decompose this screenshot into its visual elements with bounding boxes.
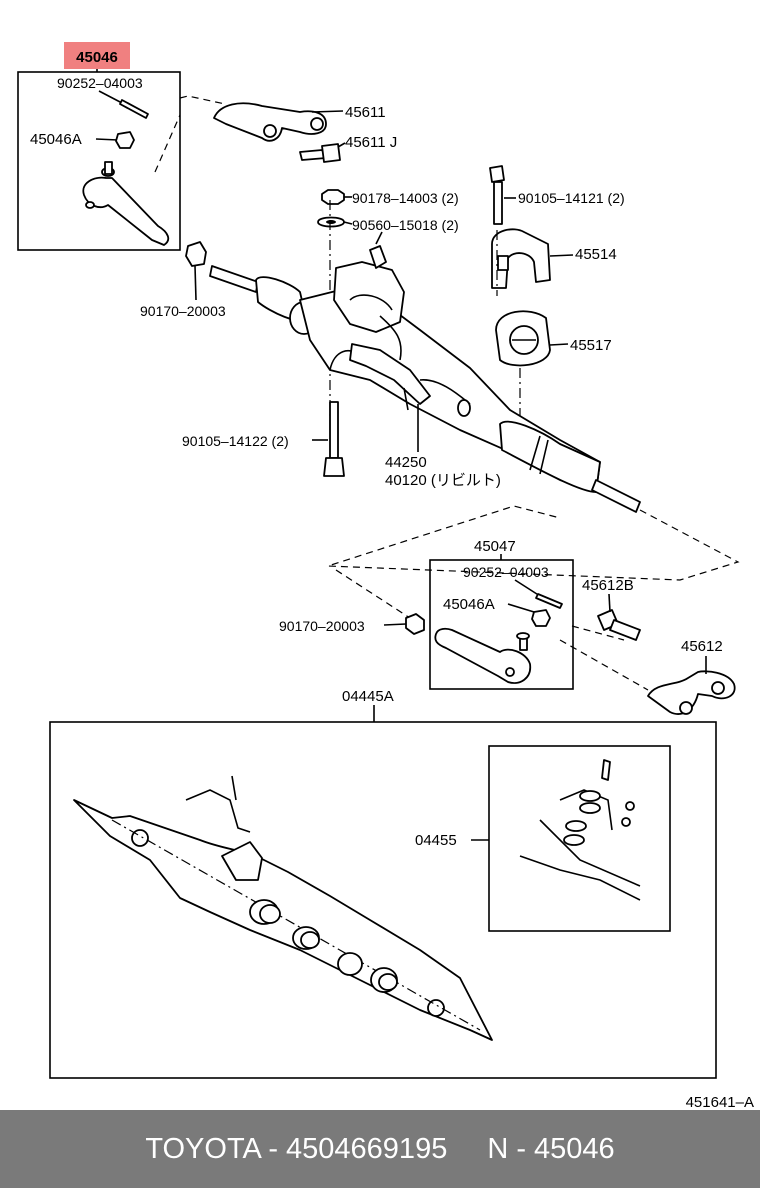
footer-bar: TOYOTA - 4504669195 N - 45046 — [0, 1110, 760, 1188]
bolt-90105-bottom — [329, 401, 339, 459]
castle-nut-top — [115, 131, 135, 149]
part-45047-label[interactable]: 45047 — [474, 538, 516, 555]
o-ring-4 — [563, 834, 585, 846]
bracket-45514 — [491, 228, 551, 289]
part-45612-label[interactable]: 45612 — [681, 638, 723, 655]
part-45612B-label[interactable]: 45612B — [582, 577, 634, 594]
part-90560-label[interactable]: 90560–15018 (2) — [352, 217, 459, 233]
rack-boot-right — [499, 420, 601, 493]
cotter-pin-bottom — [535, 593, 563, 609]
seal-ring-3 — [337, 952, 363, 976]
seal-kit-inset-box — [488, 745, 671, 932]
highlight-badge — [64, 42, 130, 69]
tie-rod-end-box-top — [17, 71, 181, 251]
o-ring-1 — [579, 790, 601, 802]
part-90252-label-bottom[interactable]: 90252–04003 — [463, 564, 549, 580]
cotter-pin-top — [119, 99, 149, 119]
reference-number: 451641–A — [686, 1094, 754, 1110]
rack-rod-right — [591, 479, 641, 513]
part-90178-label[interactable]: 90178–14003 (2) — [352, 190, 459, 206]
part-90105a-label[interactable]: 90105–14121 (2) — [518, 190, 625, 206]
part-45611-label[interactable]: 45611 — [345, 104, 386, 121]
part-40120-label[interactable]: 40120 (リビルト) — [385, 472, 501, 489]
footer-code: N - 45046 — [487, 1132, 615, 1165]
gasket-kit-box — [49, 721, 717, 1079]
tie-rod-end-box-bottom — [429, 559, 574, 690]
castle-nut-bottom — [531, 609, 551, 627]
part-90252-label-top[interactable]: 90252–04003 — [57, 75, 143, 91]
o-ring-3 — [565, 820, 587, 832]
part-44250-label[interactable]: 44250 — [385, 454, 427, 471]
bolt-90105-top — [489, 165, 505, 183]
knuckle-arm-45611 — [213, 102, 327, 142]
part-45046-label[interactable]: 45046 — [76, 49, 118, 66]
part-45046A-label-top[interactable]: 45046A — [30, 131, 82, 148]
o-ring-2 — [579, 802, 601, 814]
part-90170-label-top[interactable]: 90170–20003 — [140, 303, 226, 319]
part-90170-label-bottom[interactable]: 90170–20003 — [279, 618, 365, 634]
part-90105b-label[interactable]: 90105–14122 (2) — [182, 433, 289, 449]
nut-90178 — [321, 189, 345, 205]
rack-rod-left — [209, 265, 259, 293]
part-04445A-label[interactable]: 04445A — [342, 688, 394, 705]
tie-rod-end-bottom — [434, 627, 532, 684]
lock-nut-90170-bottom — [405, 613, 425, 635]
footer-brand-part-number: TOYOTA - 4504669195 — [145, 1132, 448, 1165]
lock-nut-90170-top — [185, 241, 207, 267]
part-45517-label[interactable]: 45517 — [570, 337, 612, 354]
valve-body — [333, 261, 405, 333]
tie-rod-end-top — [82, 176, 170, 246]
part-04455-label[interactable]: 04455 — [415, 832, 457, 849]
parts-diagram: 45046 90252–04003 45046A 45611 45611 J 9… — [17, 42, 754, 1110]
part-45611J-label[interactable]: 45611 J — [345, 134, 397, 151]
part-45514-label[interactable]: 45514 — [575, 246, 617, 263]
part-45046A-label-bottom[interactable]: 45046A — [443, 596, 495, 613]
